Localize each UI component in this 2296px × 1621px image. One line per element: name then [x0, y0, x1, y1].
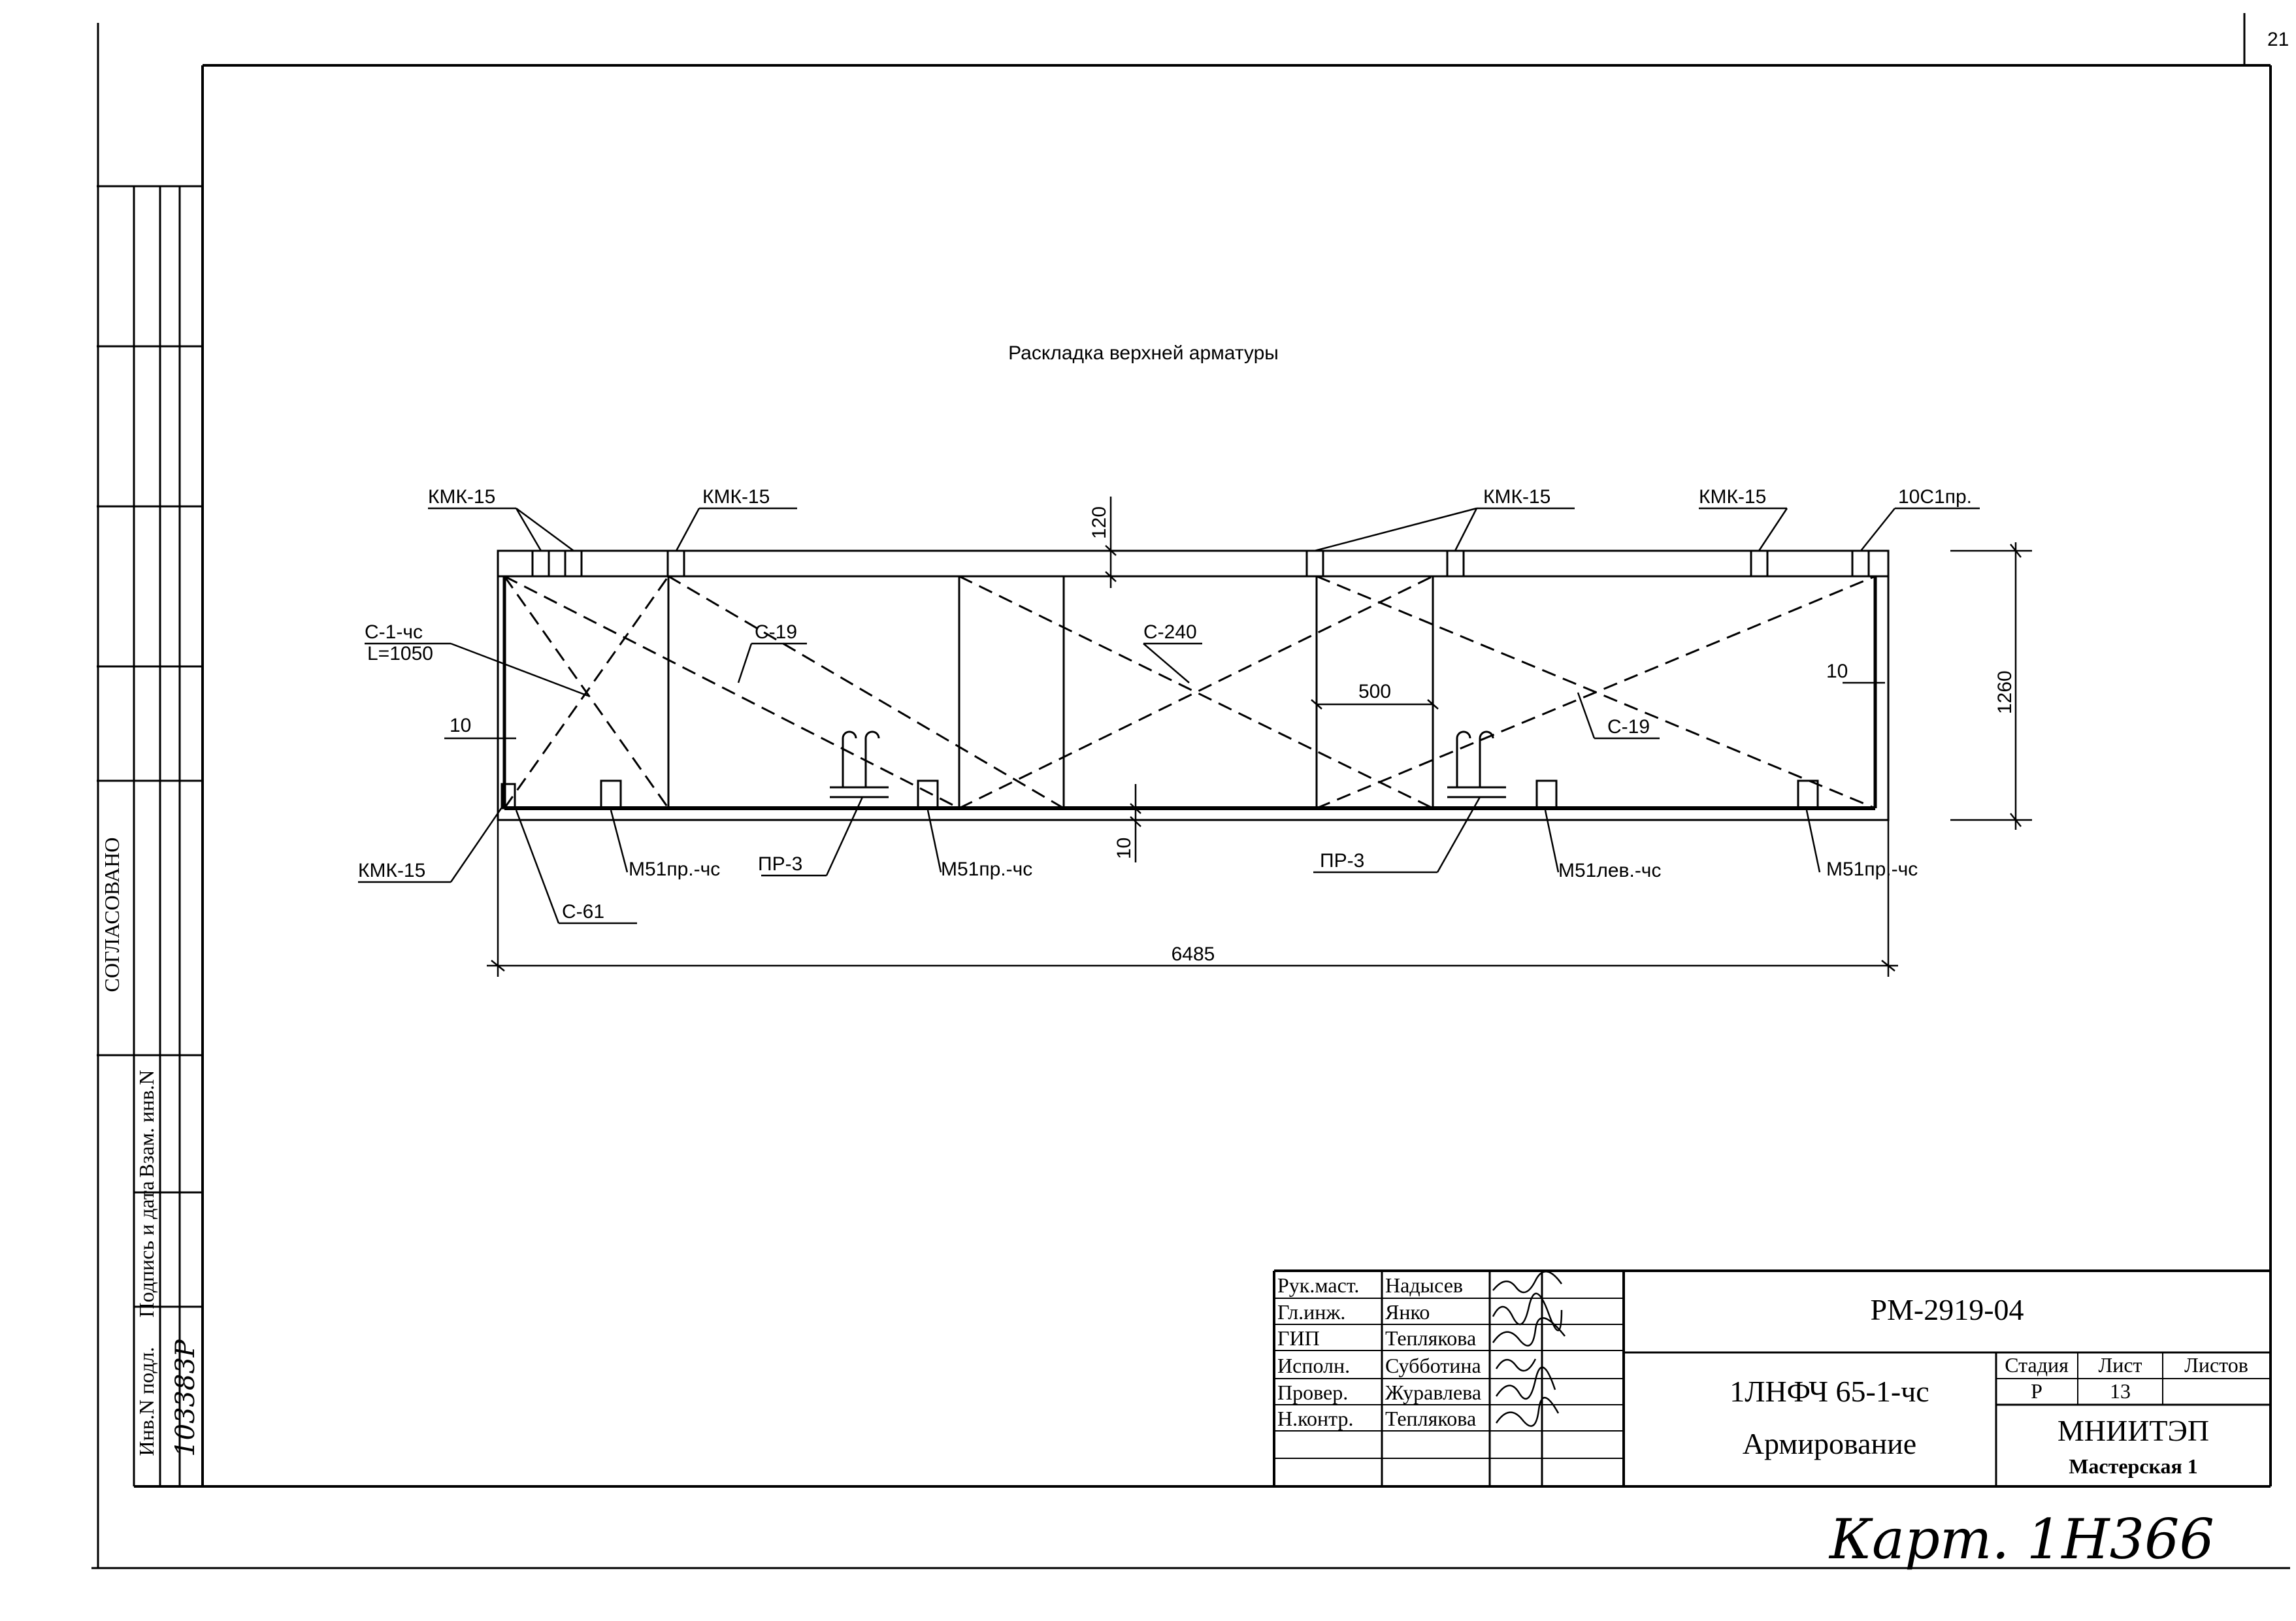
name-3: Теплякова [1385, 1326, 1476, 1350]
side-stamp [97, 185, 203, 1486]
label-pr3-1: ПР-3 [758, 853, 802, 875]
role-2: Гл.инж. [1277, 1300, 1345, 1324]
leader-lines [358, 507, 1980, 925]
top-embedded-parts [531, 549, 1870, 578]
bottom-embedded-parts [500, 730, 1819, 810]
label-m51-2: М51пр.-чс [941, 859, 1032, 880]
drawing-labels: КМК-15 КМК-15 КМК-15 КМК-15 10С1пр. С-1-… [358, 486, 1972, 923]
label-kmk-tl1: КМК-15 [428, 486, 495, 508]
sheet-frame [91, 13, 2290, 1569]
label-kmk-tr1: КМК-15 [1483, 486, 1550, 508]
side-inv-original-label: Инв.N подл. [135, 1347, 158, 1456]
name-6: Теплякова [1385, 1407, 1476, 1430]
document-code: РМ-2919-04 [1870, 1293, 2024, 1326]
dimension-lines [444, 497, 2032, 977]
role-3: ГИП [1277, 1326, 1320, 1350]
label-c240: С-240 [1143, 621, 1197, 643]
label-m51-lev: М51лев.-чс [1558, 860, 1661, 881]
signatures [1492, 1270, 1566, 1427]
title-block-names: Надысев Янко Теплякова Субботина Журавле… [1385, 1273, 1481, 1430]
side-signature-date-label: Подпись и дата [135, 1181, 158, 1318]
label-c61: С-61 [562, 901, 604, 923]
label-kmk-tr2: КМК-15 [1699, 486, 1766, 508]
drawing-title: Раскладка верхней арматуры [1008, 342, 1279, 364]
sheet-header: Лист [2098, 1353, 2142, 1377]
label-m51-1: М51пр.-чс [629, 859, 720, 880]
side-inv-number: 103383Р [171, 1339, 201, 1457]
label-c19-right: С-19 [1607, 716, 1650, 738]
name-4: Субботина [1385, 1354, 1481, 1377]
label-c1-length: L=1050 [367, 643, 433, 664]
label-m51-3: М51пр.-чс [1826, 859, 1918, 880]
label-kmk-tl2: КМК-15 [702, 486, 770, 508]
stage-value: Р [2031, 1379, 2042, 1403]
stage-header: Стадия [2005, 1353, 2069, 1377]
product-name: 1ЛНФЧ 65-1-чс [1730, 1375, 1929, 1408]
dim-bottom-gap: 10 [1113, 838, 1135, 859]
dim-height: 1260 [1994, 670, 2016, 714]
sheets-header: Листов [2184, 1353, 2248, 1377]
dim-inner-width: 500 [1358, 681, 1391, 702]
dim-top-gap: 120 [1089, 506, 1110, 539]
title-block-grid [1273, 1269, 2271, 1486]
dim-right-gap: 10 [1826, 661, 1848, 682]
dim-left-gap: 10 [450, 715, 471, 736]
name-5: Журавлева [1385, 1381, 1481, 1404]
corner-mark: 21 [2267, 29, 2289, 50]
name-1: Надысев [1385, 1273, 1463, 1297]
side-agreed-label: СОГЛАСОВАНО [100, 838, 123, 992]
label-pr3-2: ПР-3 [1320, 850, 1364, 872]
title-block-roles: Рук.маст. Гл.инж. ГИП Исполн. Провер. Н.… [1277, 1273, 1359, 1430]
panel-outline [497, 549, 1890, 821]
workshop: Мастерская 1 [2069, 1454, 2198, 1478]
side-replaces-inv-label: Взам. инв.N [135, 1070, 158, 1178]
role-1: Рук.маст. [1277, 1273, 1359, 1297]
organization: МНИИТЭП [2058, 1414, 2209, 1447]
sheet-value: 13 [2110, 1379, 2131, 1403]
role-6: Н.контр. [1277, 1407, 1354, 1430]
label-kmk-bl: КМК-15 [358, 860, 425, 881]
sheet-title: Армирование [1743, 1427, 1916, 1460]
role-4: Исполн. [1277, 1354, 1350, 1377]
label-10c1: 10С1пр. [1898, 486, 1972, 508]
role-5: Провер. [1277, 1381, 1348, 1404]
dimension-labels: 120 10 10 10 500 1260 6485 [450, 506, 2016, 965]
name-2: Янко [1385, 1300, 1430, 1324]
handwritten-card-number: Карт. 1Н366 [1828, 1507, 2214, 1571]
dim-length: 6485 [1172, 943, 1215, 965]
label-c1: С-1-чс [365, 621, 423, 643]
label-c19-left: С-19 [755, 621, 797, 643]
diagonal-bars [503, 575, 1876, 810]
